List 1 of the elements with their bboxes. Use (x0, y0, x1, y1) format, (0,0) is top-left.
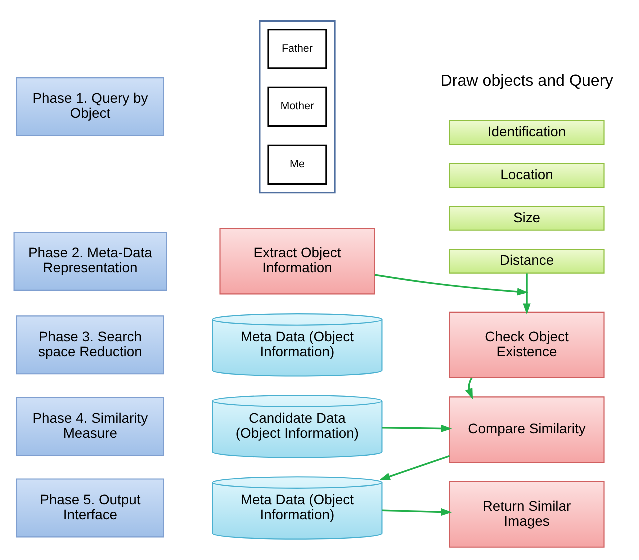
label: Draw objects and Query (440, 72, 613, 90)
